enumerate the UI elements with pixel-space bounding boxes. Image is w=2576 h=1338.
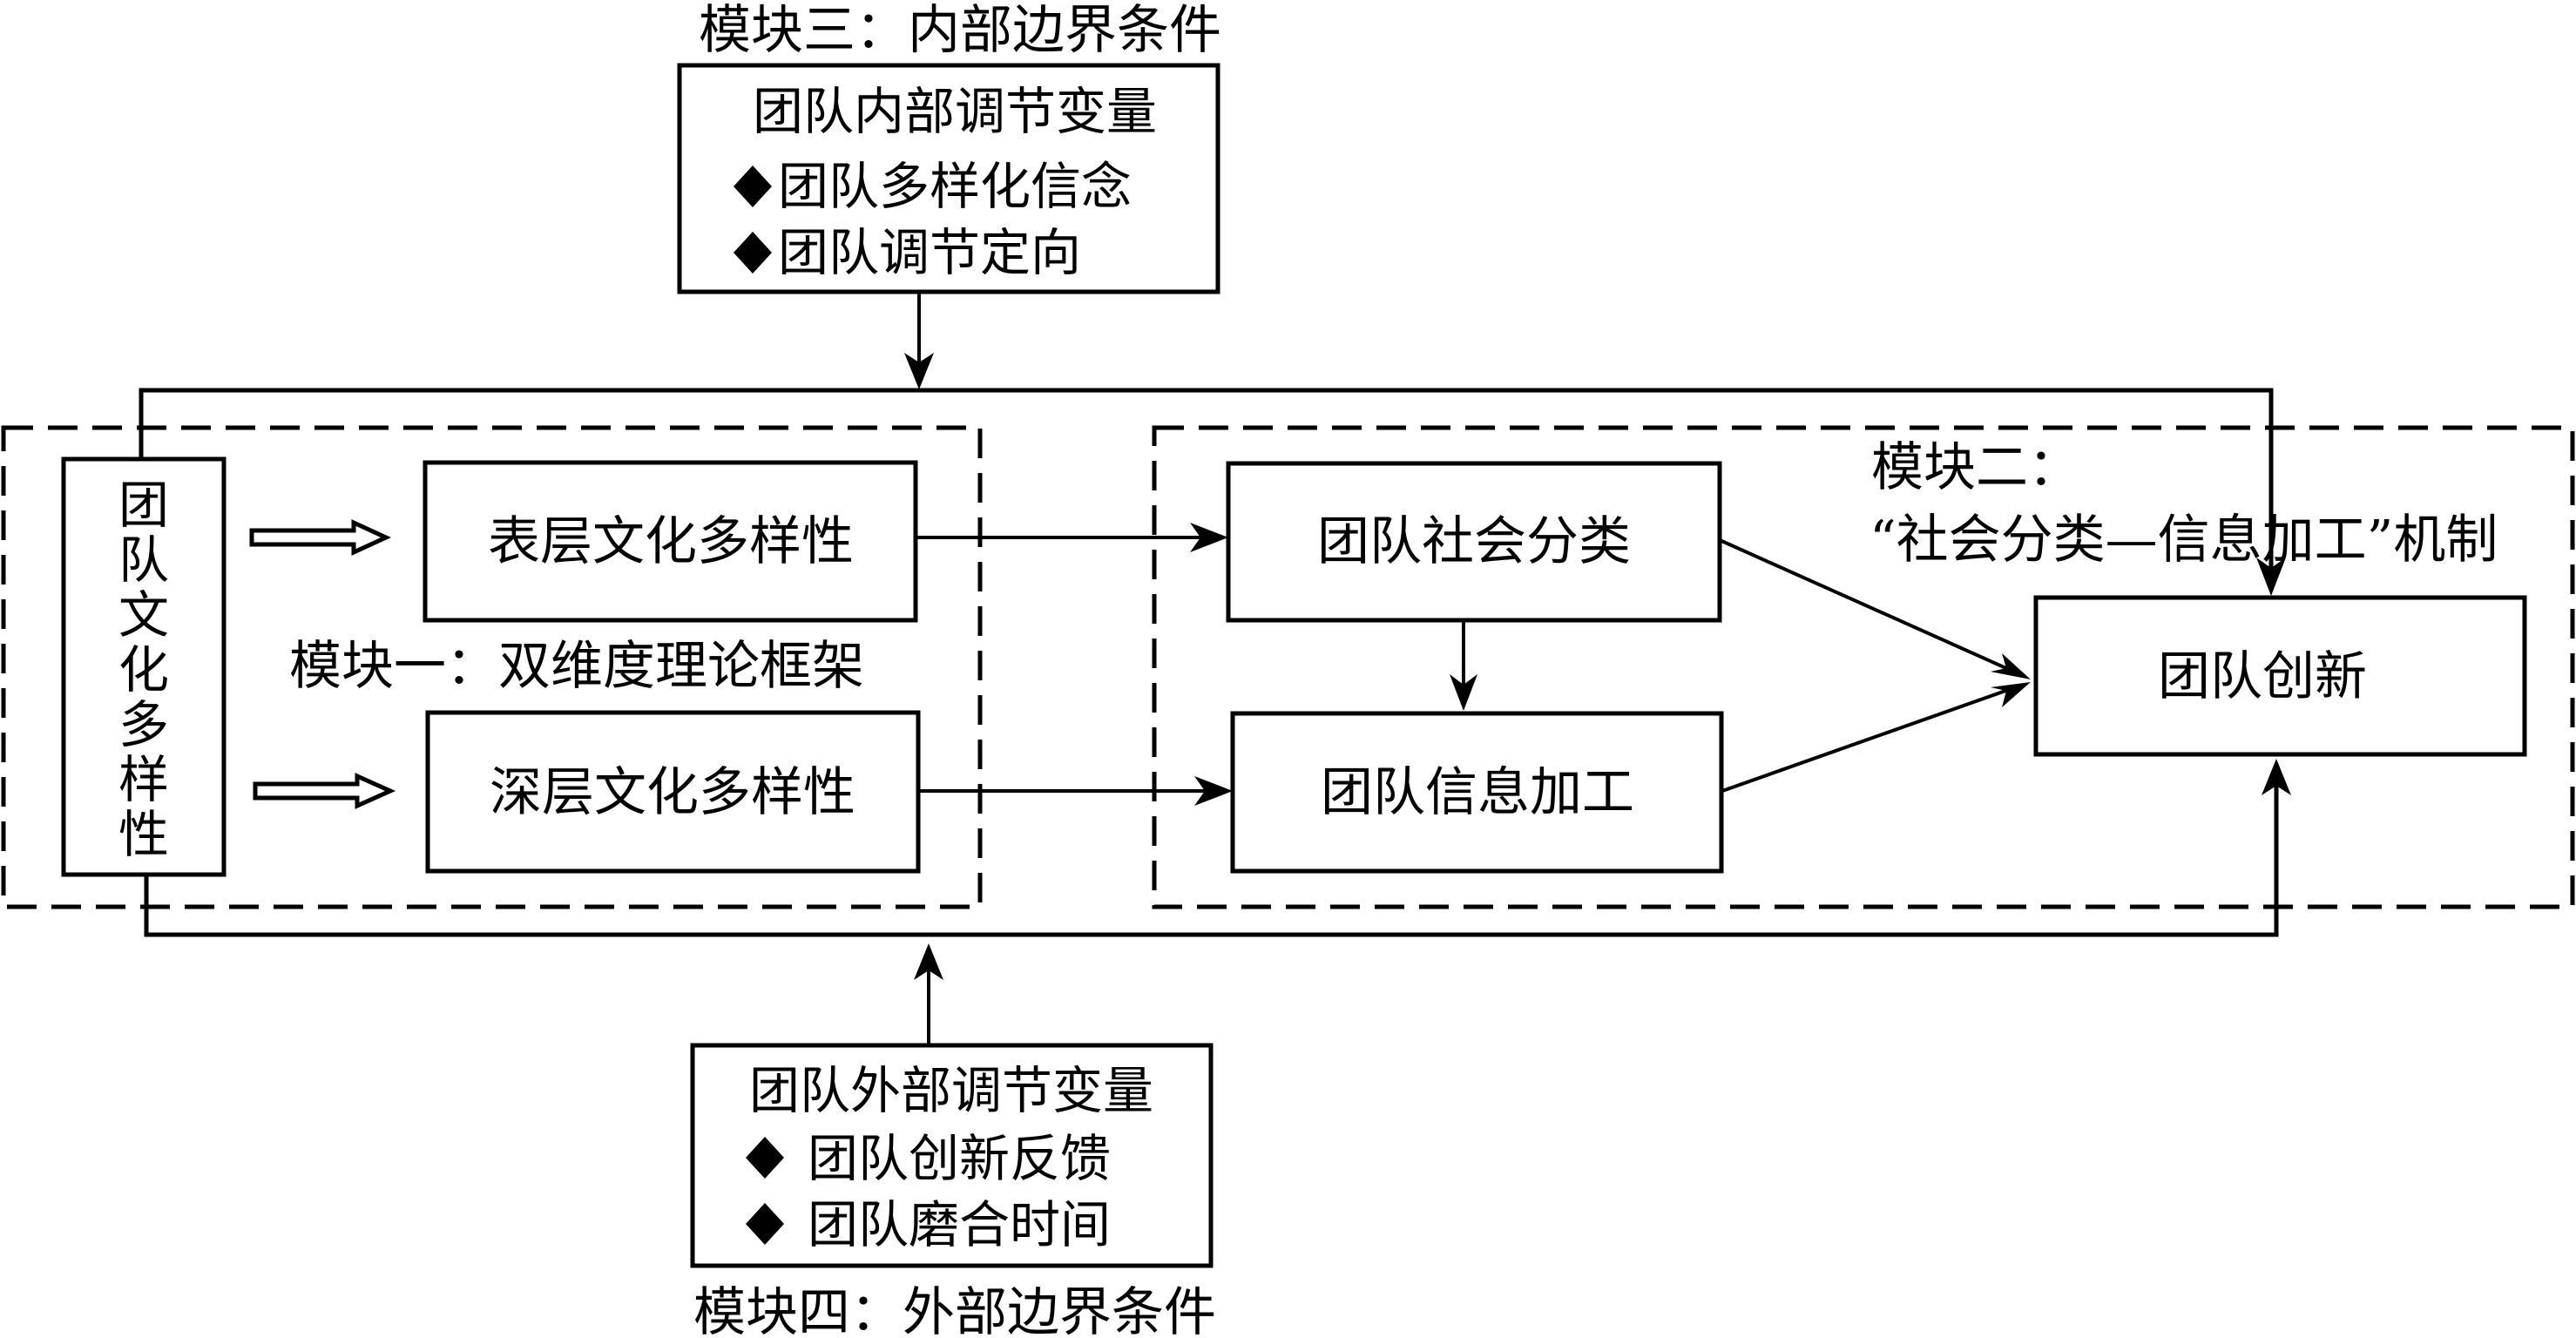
hollow-arrow-deep-icon [253,773,396,809]
external-moderator-item: 团队磨合时间 [808,1195,1111,1254]
arrow-down-icon [2256,558,2286,596]
surface-diversity-label: 表层文化多样性 [488,511,854,572]
vertical-label-char: 化 [118,640,169,699]
external-moderators-box: 团队外部调节变量 团队创新反馈 团队磨合时间 [690,1043,1214,1268]
diamond-bullet-icon [734,166,772,207]
module4-label: 模块四：外部边界条件 [693,1282,1216,1338]
internal-moderators-title: 团队内部调节变量 [753,82,1157,141]
arrow-right-icon [1194,776,1233,806]
team-cultural-diversity-box: 团 队 文 化 多 样 性 [61,456,226,877]
information-processing-box: 团队信息加工 [1230,711,1724,874]
team-innovation-label: 团队创新 [2158,646,2367,707]
hollow-arrow-surface-icon [249,519,391,556]
information-processing-label: 团队信息加工 [1321,762,1634,823]
vertical-label-char: 多 [118,695,169,754]
module2-dashed-container [1152,425,2575,909]
deep-diversity-box: 深层文化多样性 [425,710,921,874]
surface-diversity-box: 表层文化多样性 [423,460,918,623]
internal-moderator-item: 团队多样化信念 [778,157,1132,216]
social-categorization-box: 团队社会分类 [1226,461,1722,623]
top-connector-line [139,388,2274,575]
internal-moderators-box: 团队内部调节变量 团队多样化信念 团队调节定向 [677,63,1220,294]
arrow-down-icon [904,353,934,389]
diamond-bullet-icon [746,1203,784,1245]
deep-diversity-label: 深层文化多样性 [490,762,855,823]
diamond-bullet-icon [746,1137,784,1179]
internal-moderator-item: 团队调节定向 [778,223,1081,282]
social-categorization-label: 团队社会分类 [1317,511,1631,572]
social-to-innovation-arrow-shaft [1719,538,2009,671]
arrow-right-icon [1190,523,1228,552]
external-moderator-item: 团队创新反馈 [808,1129,1111,1188]
vertical-label-char: 队 [118,530,169,590]
info-to-innovation-arrow-shaft [1721,688,2009,793]
bottom-connector-line [144,784,2279,937]
module1-dashed-container [1,425,983,909]
module2-label-line1: 模块二： [1871,437,2080,498]
module2-label-line2: “社会分类—信息加工”机制 [1869,510,2498,571]
vertical-label-char: 文 [118,585,169,645]
vertical-label-char: 样 [118,750,169,809]
arrow-up-icon [2262,759,2291,795]
module1-label: 模块一：双维度理论框架 [289,636,864,697]
vertical-label-char: 性 [118,805,169,864]
module3-label: 模块三：内部边界条件 [699,0,1221,61]
vertical-label-char: 团 [118,476,169,535]
team-innovation-box: 团队创新 [2033,595,2527,757]
arrow-diagonal-icon [1991,682,2031,707]
arrow-diagonal-icon [1991,653,2031,679]
diamond-bullet-icon [734,232,772,274]
arrow-down-icon [1450,674,1477,711]
arrow-up-icon [914,943,943,980]
external-moderators-title: 团队外部调节变量 [749,1061,1153,1120]
